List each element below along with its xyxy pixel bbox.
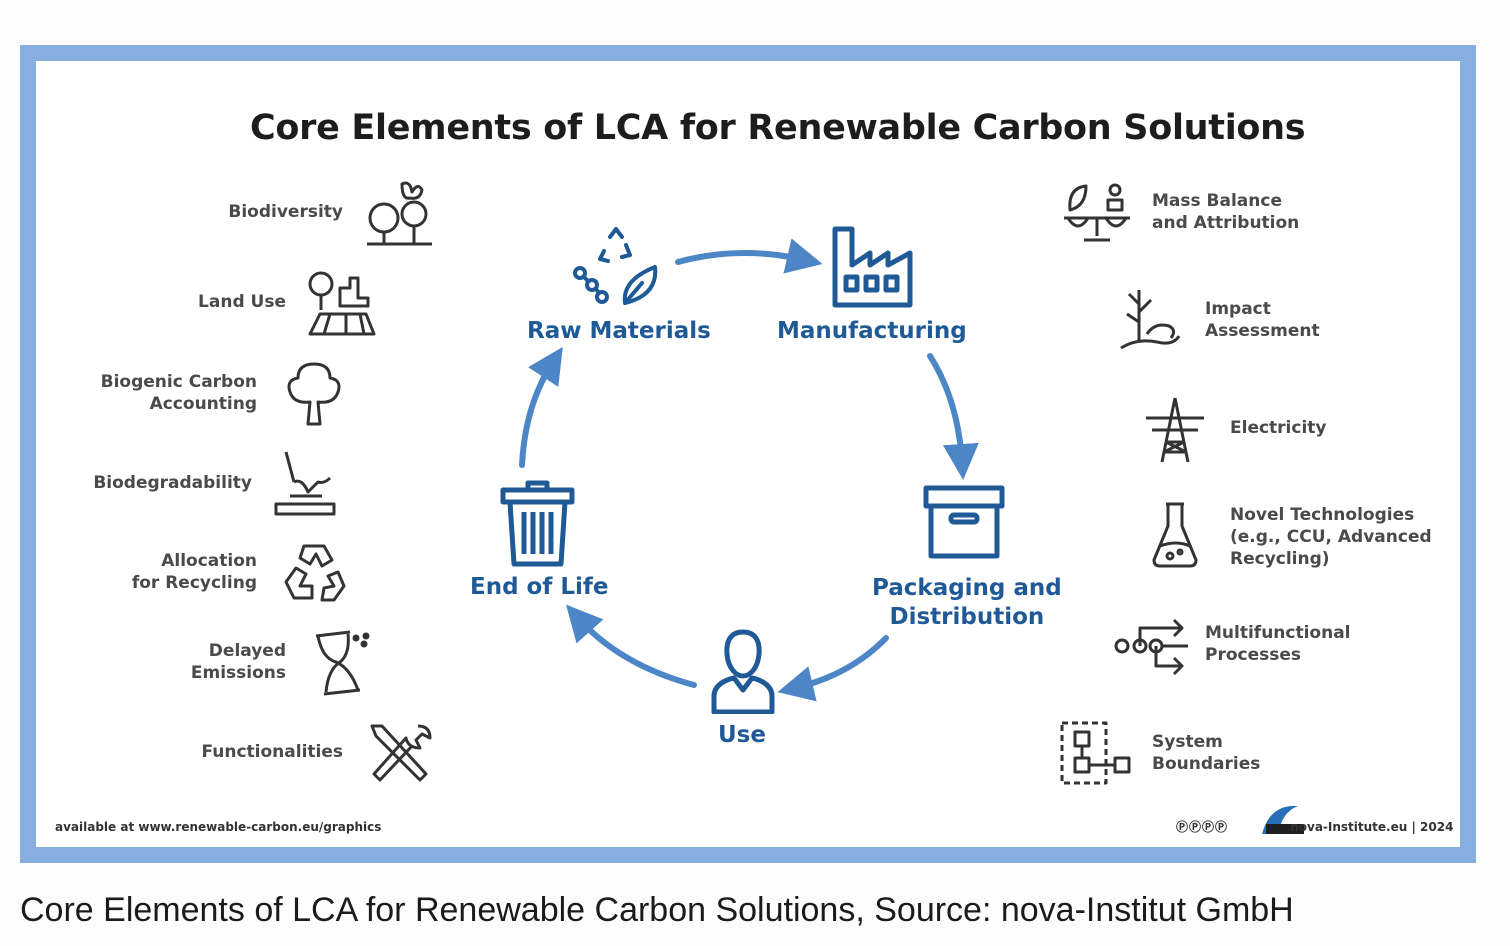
- factory-icon: [830, 225, 915, 310]
- left-item-functionalities: Functionalities: [201, 742, 343, 762]
- arrow-endoflife-to-raw: [519, 346, 563, 468]
- arrow-raw-to-manufacturing: [675, 238, 823, 274]
- flask-icon: [1150, 500, 1200, 570]
- footer-credit: ⓅⓅⓅⓅ nova-Institute.eu | 2024: [1176, 818, 1453, 835]
- left-item-land-use: Land Use: [198, 292, 286, 312]
- footer-credit-text: nova-Institute.eu | 2024: [1290, 820, 1454, 834]
- infographic-title: Core Elements of LCA for Renewable Carbo…: [250, 108, 1306, 148]
- pylon-icon: [1142, 396, 1208, 464]
- footer-source: available at www.renewable-carbon.eu/gra…: [55, 820, 382, 834]
- hourglass-icon: [310, 628, 372, 698]
- arrow-manufacturing-to-packaging: [927, 353, 979, 480]
- box-icon: [923, 485, 1005, 560]
- trash-icon: [500, 480, 575, 568]
- stage-label-raw-materials: Raw Materials: [527, 318, 711, 344]
- sprout-soil-icon: [272, 448, 338, 518]
- right-item-electricity: Electricity: [1230, 418, 1327, 438]
- tree-icon: [284, 358, 344, 428]
- stage-label-use: Use: [718, 722, 766, 748]
- tools-icon: [366, 722, 434, 784]
- raw-materials-icon: [570, 225, 665, 310]
- arrow-packaging-to-use: [777, 635, 889, 702]
- nova-logo-icon: [1256, 800, 1306, 836]
- boundary-icon: [1059, 720, 1135, 786]
- butterfly-tree-icon: [362, 178, 437, 246]
- left-item-biodiversity: Biodiversity: [228, 202, 343, 222]
- flow-icon: [1112, 616, 1192, 678]
- impact-icon: [1117, 286, 1183, 356]
- left-item-biodegradability: Biodegradability: [93, 473, 252, 493]
- arrow-use-to-endoflife: [566, 604, 697, 688]
- infographic-card: [36, 61, 1460, 847]
- figure-caption: Core Elements of LCA for Renewable Carbo…: [20, 891, 1294, 929]
- stage-label-end-of-life: End of Life: [470, 574, 609, 600]
- scale-icon: [1060, 180, 1135, 246]
- recycle-icon: [280, 538, 348, 606]
- stage-label-manufacturing: Manufacturing: [777, 318, 967, 344]
- land-use-icon: [306, 270, 376, 336]
- person-icon: [710, 628, 776, 714]
- license-icons: ⓅⓅⓅⓅ: [1176, 820, 1229, 834]
